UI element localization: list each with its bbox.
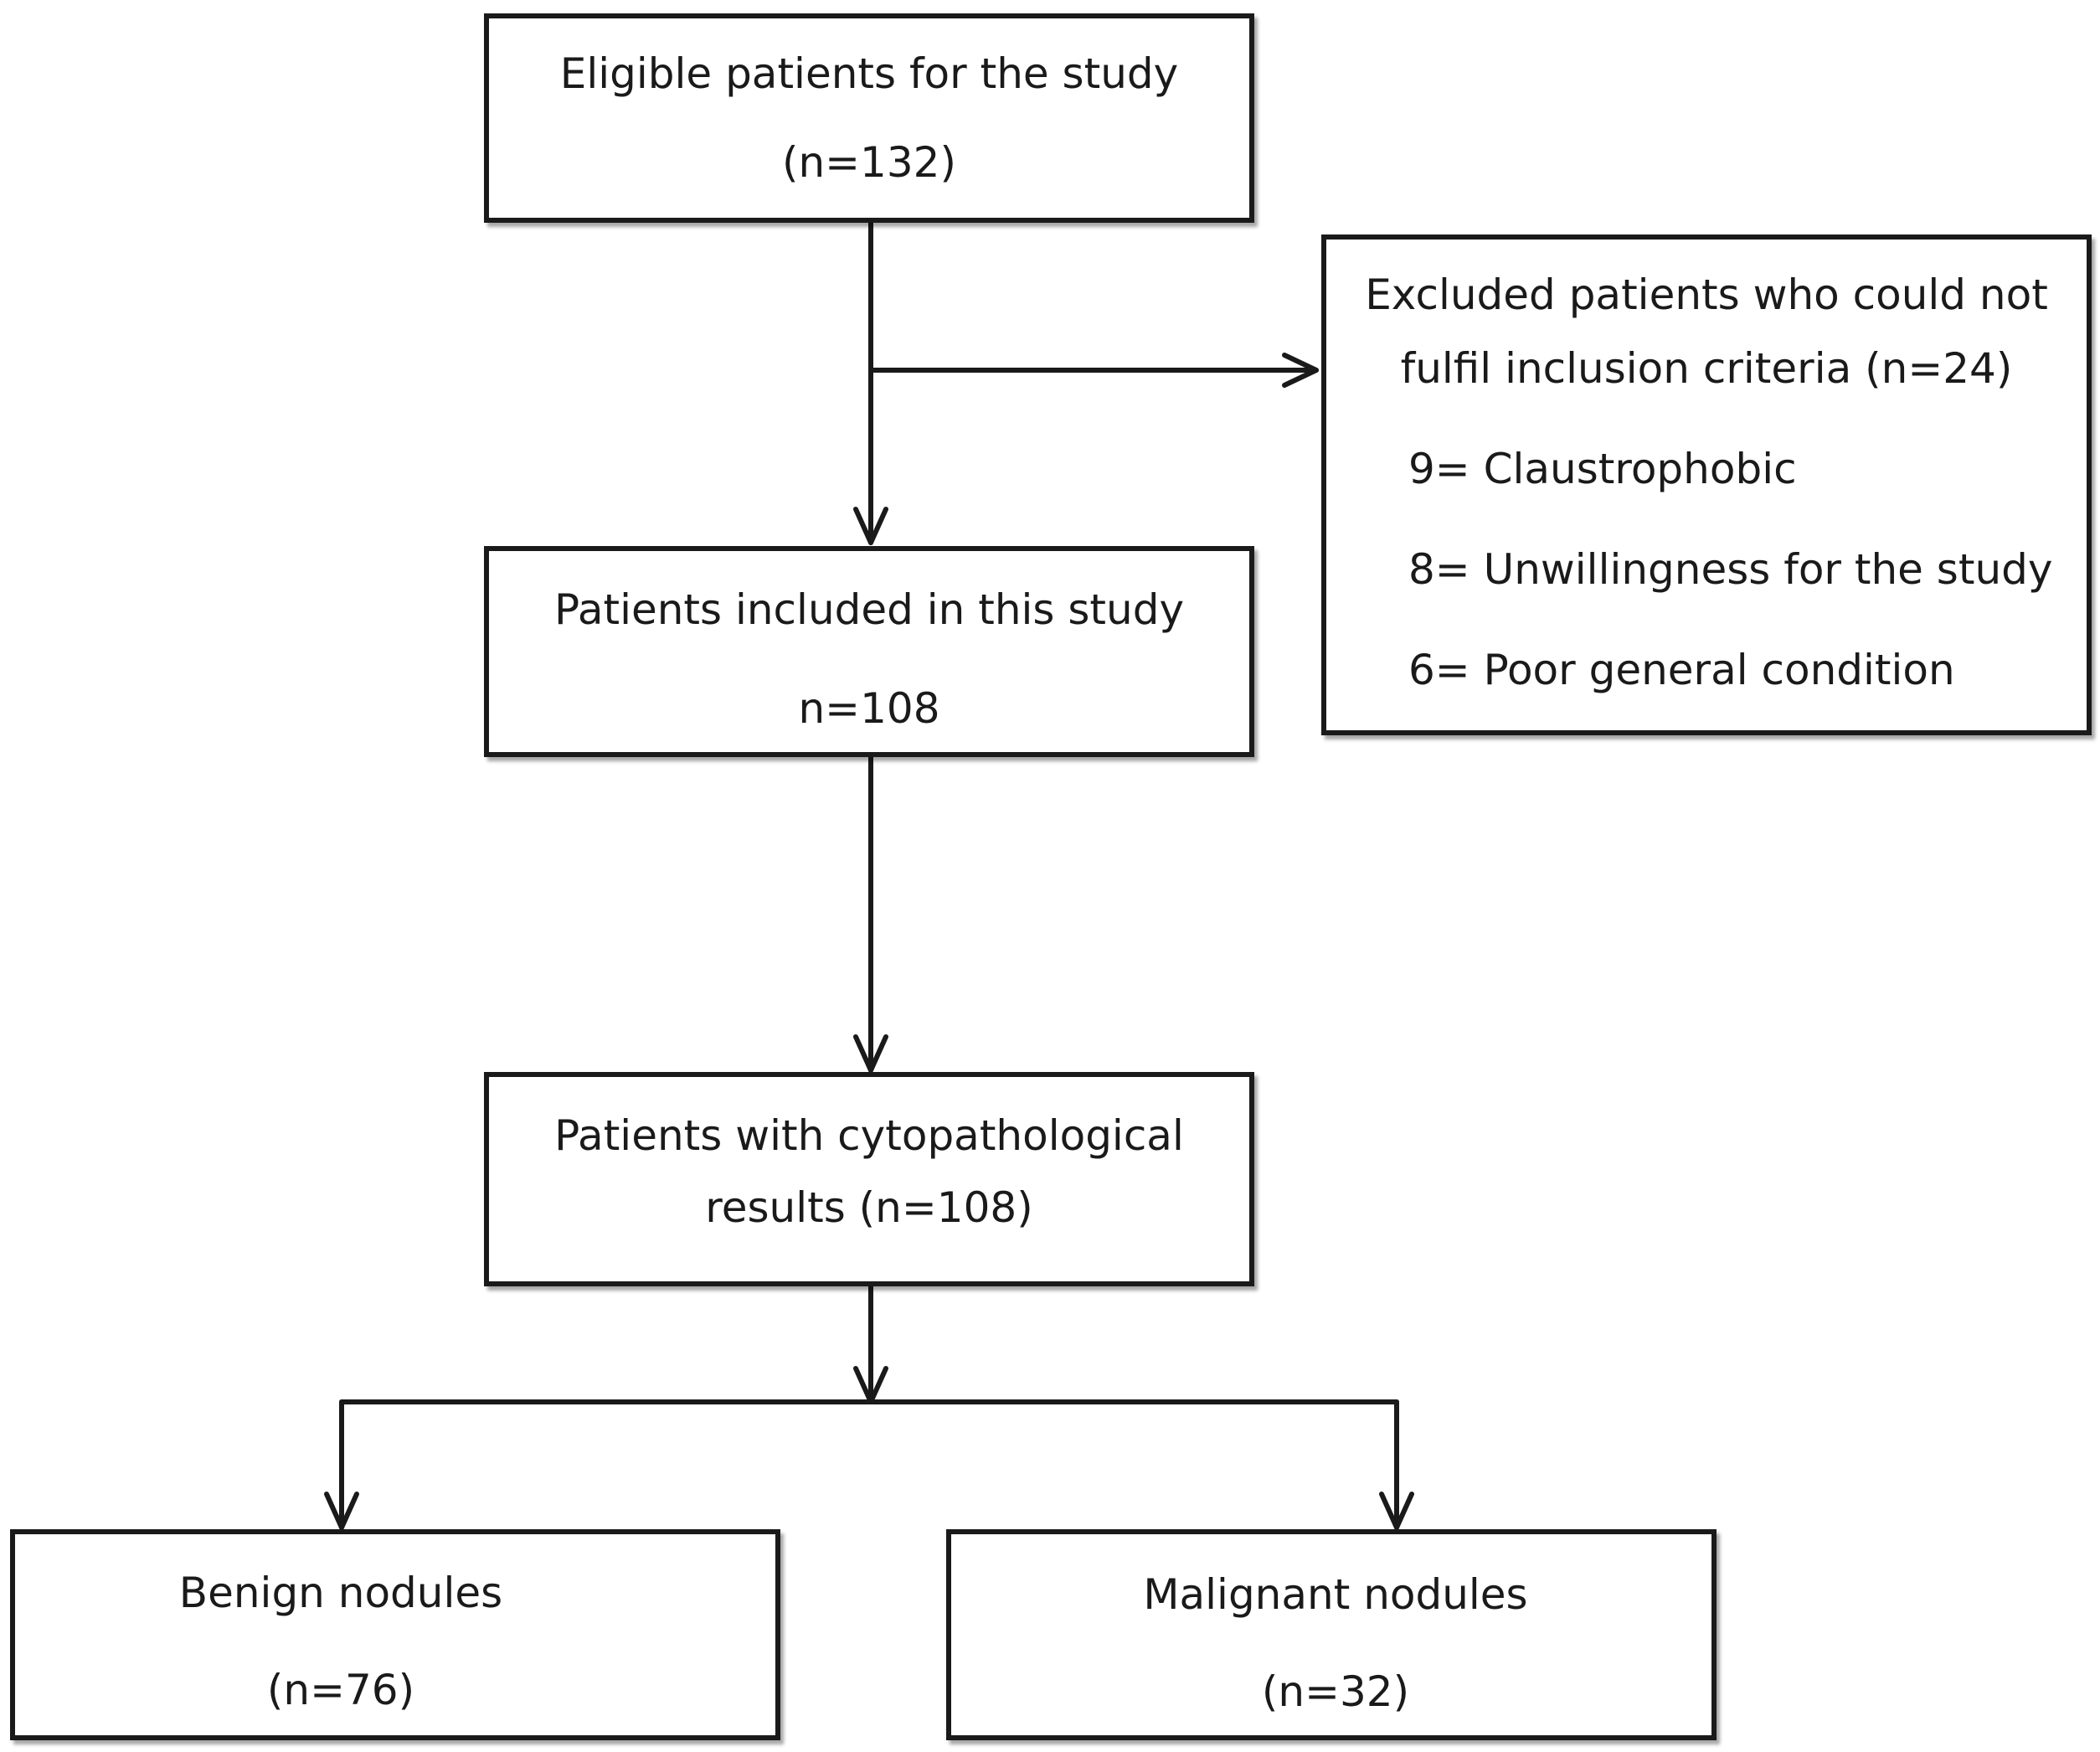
eligible-patients-box: Eligible patients for the study (n=132)	[484, 13, 1254, 223]
malignant-count: (n=32)	[1261, 1667, 1410, 1716]
malignant-title: Malignant nodules	[1143, 1570, 1528, 1619]
cytopath-title-line1: Patients with cytopathological	[554, 1111, 1184, 1160]
excluded-reason-unwillingness: 8= Unwillingness for the study	[1408, 545, 2053, 594]
benign-count: (n=76)	[266, 1666, 415, 1714]
excluded-reason-poor-condition: 6= Poor general condition	[1408, 646, 1955, 694]
excluded-patients-box: Excluded patients who could not fulfil i…	[1321, 234, 2092, 735]
included-patients-box: Patients included in this study n=108	[484, 546, 1254, 757]
excluded-reason-claustrophobic: 9= Claustrophobic	[1408, 445, 1797, 493]
malignant-nodules-box: Malignant nodules (n=32)	[946, 1529, 1717, 1740]
benign-nodules-box: Benign nodules (n=76)	[10, 1529, 780, 1740]
arrow-head-cytopath	[853, 1034, 888, 1073]
arrow-head-included	[853, 507, 888, 545]
eligible-count: (n=132)	[781, 138, 957, 187]
arrow-head-excluded	[1282, 353, 1319, 388]
eligible-title: Eligible patients for the study	[559, 49, 1179, 98]
arrow-head-benign	[324, 1492, 359, 1530]
excluded-title-line1: Excluded patients who could not	[1365, 271, 2048, 319]
cytopathological-results-box: Patients with cytopathological results (…	[484, 1072, 1254, 1286]
excluded-title-line2: fulfil inclusion criteria (n=24)	[1400, 344, 2013, 393]
included-title: Patients included in this study	[553, 585, 1185, 634]
arrow-head-malignant	[1379, 1492, 1414, 1530]
benign-title: Benign nodules	[178, 1569, 503, 1617]
cytopath-title-line2: results (n=108)	[705, 1183, 1033, 1232]
included-count: n=108	[798, 684, 940, 733]
